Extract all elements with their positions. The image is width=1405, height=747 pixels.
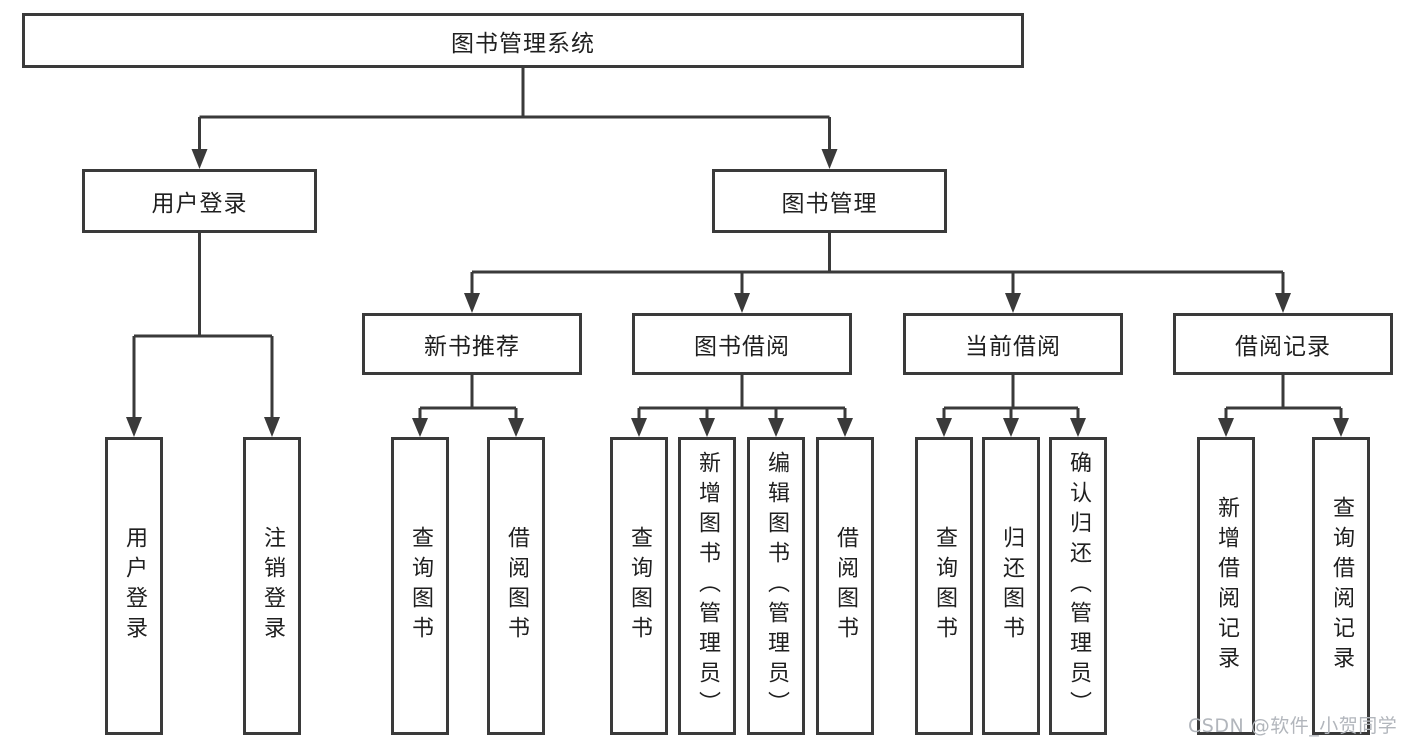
node-label: 借阅记录 — [1235, 334, 1331, 360]
edge-recommend-to-leaves — [418, 374, 518, 419]
node-label: 用户登录 — [151, 191, 248, 217]
leaf-add-book-admin: 新增图书（管理员） — [678, 437, 736, 735]
arrowhead — [264, 417, 280, 437]
arrowhead — [126, 417, 142, 437]
node-label: 图书管理 — [781, 191, 878, 217]
node-label: 新书推荐 — [424, 334, 520, 360]
leaf-query-books-current: 查询图书 — [915, 437, 973, 735]
node-label: 编辑图书（管理员） — [764, 451, 789, 721]
arrowhead — [508, 418, 524, 437]
arrowhead — [821, 149, 838, 169]
node-label: 查询图书 — [408, 526, 433, 646]
arrowhead — [936, 418, 952, 437]
node-label: 借阅图书 — [833, 526, 858, 646]
node-new-book-recommend: 新书推荐 — [362, 313, 582, 375]
arrowhead — [191, 149, 208, 169]
node-label: 查询借阅记录 — [1329, 496, 1354, 676]
edge-userlogin-to-leaves — [132, 233, 274, 418]
arrowhead — [837, 418, 853, 437]
arrowhead — [699, 418, 715, 437]
edge-records-to-leaves — [1224, 374, 1343, 419]
node-borrowing-records: 借阅记录 — [1173, 313, 1393, 375]
node-library-system: 图书管理系统 — [22, 13, 1024, 68]
edge-root-to-level2 — [198, 68, 831, 150]
leaf-user-login: 用户登录 — [105, 437, 163, 735]
leaf-add-borrow-record: 新增借阅记录 — [1197, 437, 1255, 735]
node-user-login: 用户登录 — [82, 169, 317, 233]
node-label: 新增借阅记录 — [1214, 496, 1239, 676]
arrowhead — [734, 293, 750, 313]
leaf-logout: 注销登录 — [243, 437, 301, 735]
arrowhead — [1218, 418, 1234, 437]
node-label: 借阅图书 — [504, 526, 529, 646]
node-label: 查询图书 — [932, 526, 957, 646]
leaf-query-books-borrowing: 查询图书 — [610, 437, 668, 735]
leaf-return-books: 归还图书 — [982, 437, 1040, 735]
node-label: 确认归还（管理员） — [1066, 451, 1091, 721]
node-book-management: 图书管理 — [712, 169, 947, 233]
leaf-edit-book-admin: 编辑图书（管理员） — [747, 437, 805, 735]
node-label: 当前借阅 — [965, 334, 1061, 360]
csdn-watermark: CSDN @软件_小贺同学 — [1188, 715, 1398, 737]
edge-current-to-leaves — [942, 374, 1080, 419]
arrowhead — [1003, 418, 1019, 437]
arrowhead — [412, 418, 428, 437]
node-label: 查询图书 — [627, 526, 652, 646]
node-current-borrowing: 当前借阅 — [903, 313, 1123, 375]
node-label: 归还图书 — [999, 526, 1024, 646]
node-label: 用户登录 — [122, 526, 147, 646]
arrowhead — [1070, 418, 1086, 437]
node-label: 新增图书（管理员） — [695, 451, 720, 721]
arrowhead — [1333, 418, 1349, 437]
arrowhead — [768, 418, 784, 437]
edge-borrowing-to-leaves — [637, 374, 847, 419]
leaf-borrow-books-recommend: 借阅图书 — [487, 437, 545, 735]
node-book-borrowing: 图书借阅 — [632, 313, 852, 375]
arrowhead — [464, 293, 480, 313]
arrowhead — [1275, 293, 1291, 313]
node-label: 注销登录 — [260, 526, 285, 646]
leaf-query-borrow-record: 查询借阅记录 — [1312, 437, 1370, 735]
leaf-confirm-return-admin: 确认归还（管理员） — [1049, 437, 1107, 735]
node-label: 图书管理系统 — [451, 30, 595, 57]
edge-bookmgmt-to-level3 — [470, 233, 1285, 294]
node-label: 图书借阅 — [694, 334, 790, 360]
arrowhead — [1005, 293, 1021, 313]
leaf-query-books-recommend: 查询图书 — [391, 437, 449, 735]
leaf-borrow-books-borrowing: 借阅图书 — [816, 437, 874, 735]
arrowhead — [631, 418, 647, 437]
